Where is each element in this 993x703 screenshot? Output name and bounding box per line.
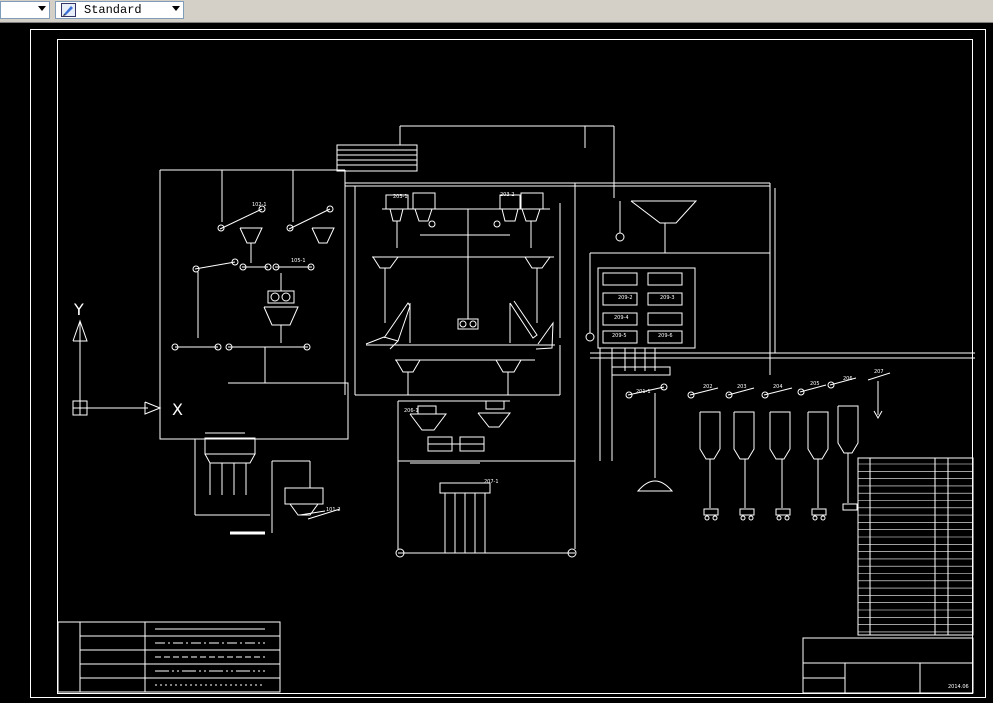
tag-205: 205 [810, 381, 820, 387]
tag-105-1: 105-1 [291, 258, 306, 264]
legend-table [57, 621, 281, 693]
filter-bank [597, 267, 696, 349]
tag-206-1: 206-1 [404, 408, 419, 414]
tag-201-1: 201-1 [636, 389, 651, 395]
cad-drawing: 102-1 105-1 203-1 203-2 206-1 207-1 201-… [30, 29, 986, 698]
equipment-list [857, 457, 974, 636]
tag-209-2: 209-2 [618, 295, 633, 301]
control-panel [336, 144, 418, 172]
sheet-border [30, 29, 986, 698]
tag-209-5: 209-5 [612, 333, 627, 339]
tag-206: 206 [843, 376, 853, 382]
text-style-dropdown[interactable]: Standard [55, 1, 184, 19]
layer-dropdown[interactable] [0, 1, 50, 19]
tag-102-1: 102-1 [252, 202, 267, 208]
tag-101-2: 101-2 [326, 507, 341, 513]
drawing-frame [57, 39, 973, 694]
conveyor-102-1 [219, 208, 263, 230]
axis-y-label: Y [73, 300, 84, 319]
conveyor-210 [611, 366, 671, 376]
drawing-canvas[interactable]: 102-1 105-1 203-1 203-2 206-1 207-1 201-… [0, 23, 993, 703]
tag-203: 203 [737, 384, 747, 390]
tag-202: 202 [703, 384, 713, 390]
tag-209-3: 209-3 [660, 295, 675, 301]
axis-x-label: X [172, 400, 183, 419]
text-style-icon [61, 3, 76, 17]
feed-loop [159, 170, 349, 440]
silo-row [687, 372, 891, 521]
stockpile [636, 480, 674, 492]
tag-203-2: 203-2 [500, 192, 515, 198]
tag-207: 207 [874, 369, 884, 375]
tag-203-1: 203-1 [393, 194, 408, 200]
conveyor-104 [194, 261, 236, 270]
chevron-down-icon[interactable] [172, 6, 180, 11]
tag-209-4: 209-4 [614, 315, 629, 321]
title-block-date: 2014.06 [948, 684, 969, 690]
tag-209-6: 209-6 [658, 333, 673, 339]
tag-204: 204 [773, 384, 783, 390]
toolbar: Standard [0, 0, 993, 23]
thickener-208-1 [630, 200, 698, 224]
ucs-icon [72, 319, 162, 416]
tag-207-1: 207-1 [484, 479, 499, 485]
chevron-down-icon[interactable] [38, 6, 46, 11]
conveyor-201-1 [627, 386, 665, 396]
text-style-value: Standard [84, 3, 142, 17]
title-block [802, 637, 974, 694]
conveyor-102-2 [288, 208, 331, 230]
